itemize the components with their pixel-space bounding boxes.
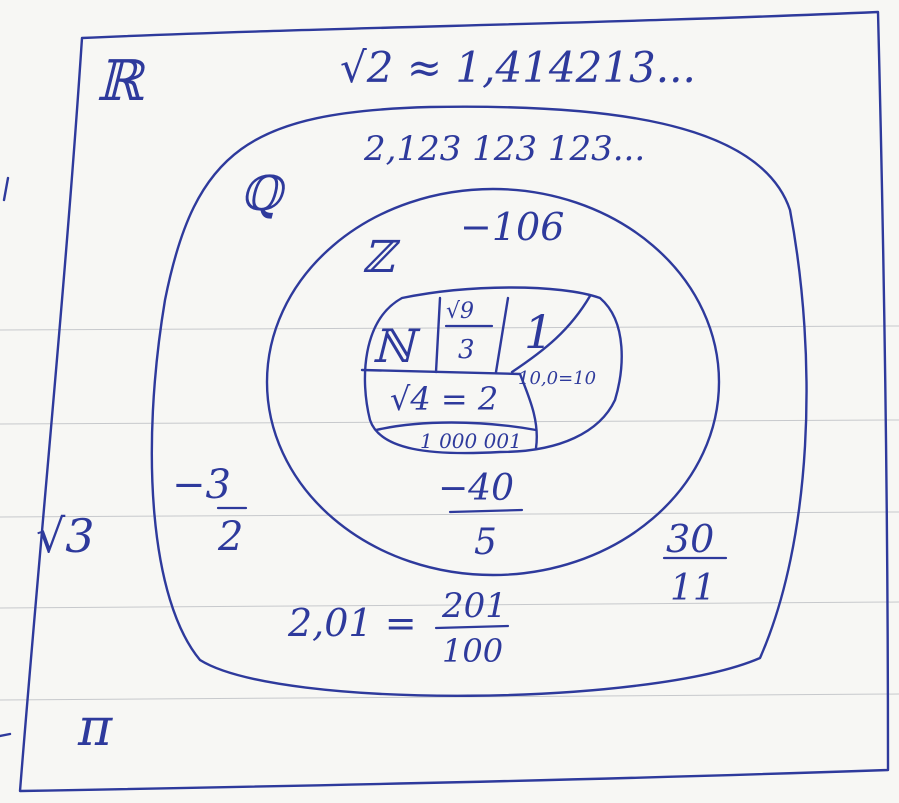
paper-rules [0,325,899,701]
natural-partition-horizontal [360,368,522,376]
natural-partition-bottom [374,421,538,432]
fraction-neg-three-halves: −3 2 [172,462,248,560]
fraction-neg-forty-fifths: −40 5 [438,468,524,563]
set-label-rational: ℚ [240,166,287,222]
set-label-natural: ℕ [372,319,421,373]
natural-numbers-boundary [363,286,623,455]
equation-two-point-zero-one: 2,01 = 201 100 [287,586,510,670]
denominator: 5 [474,522,497,563]
numerator: √9 [446,299,474,324]
set-label-real: ℝ [96,49,146,114]
neg-106: −106 [460,205,564,249]
natural-partition-lower [518,372,538,450]
edge-mark-top [2,176,10,202]
integer-numbers-boundary [265,187,721,577]
denominator: 11 [670,568,716,609]
natural-partition-divider [434,296,442,374]
denominator: 3 [458,335,475,365]
denominator: 2 [217,514,243,560]
natural-one: 1 [524,305,553,359]
lhs: 2,01 = [287,601,417,645]
natural-sqrt4: √4 = 2 [390,380,498,418]
set-label-integer: ℤ [362,232,401,283]
natural-ten: 10,0=10 [518,368,596,389]
sqrt3: √3 [36,509,95,563]
repeating-decimal: 2,123 123 123... [363,129,645,169]
numerator: 30 [666,517,714,561]
numerator: −3 [172,462,231,508]
denominator: 100 [442,632,503,670]
edge-mark-bottom [0,732,12,738]
pi: π [77,698,113,758]
fraction-thirty-elevenths: 30 11 [662,517,728,609]
fraction-sqrt9-over-3: √9 3 [444,299,494,365]
natural-million-one: 1 000 001 [420,429,522,453]
real-numbers-boundary [18,10,890,793]
natural-partition-curve [510,294,592,374]
numerator: 201 [441,586,507,626]
sqrt2-approximation: √2 ≈ 1,414213... [340,43,696,92]
natural-partition-divider-right [494,296,510,374]
rational-numbers-boundary [150,105,808,697]
numerator: −40 [438,468,514,509]
